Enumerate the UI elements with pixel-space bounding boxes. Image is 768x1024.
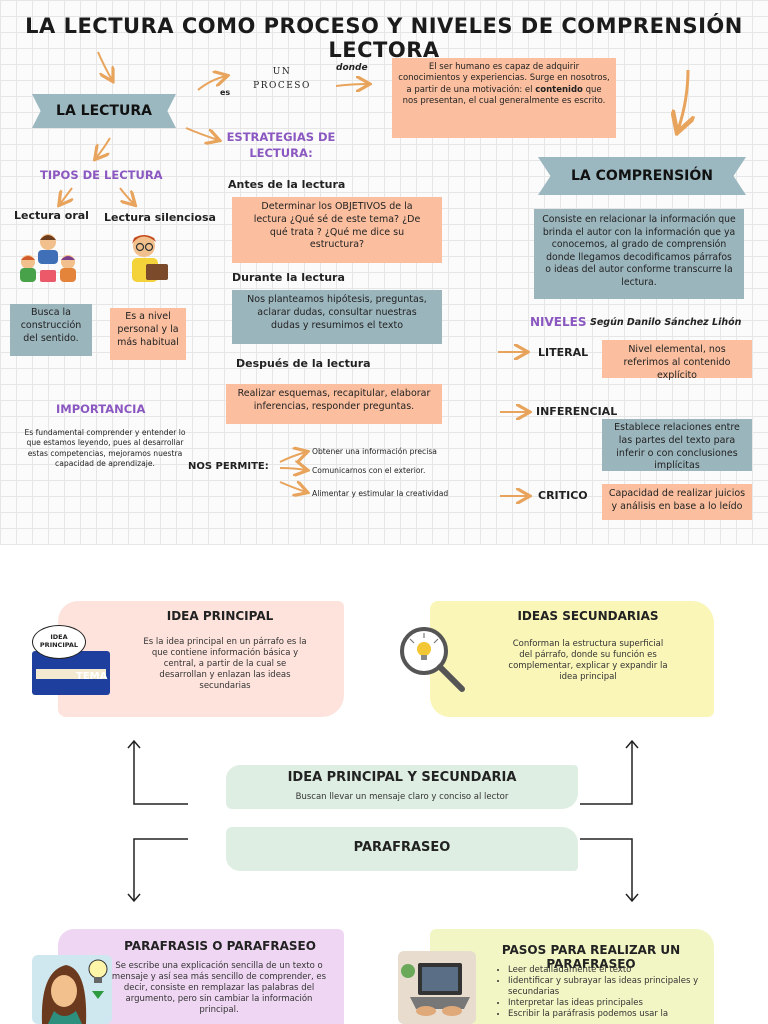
arrow-to-parafrasis [133, 838, 188, 901]
arrow-es [197, 76, 226, 91]
estrategias-heading: ESTRATEGIAS DE LECTURA: [226, 130, 336, 160]
arrow-to-ideas-secundarias [580, 741, 633, 805]
durante-box: Nos planteamos hipótesis, preguntas, acl… [232, 290, 442, 344]
arrow-to-idea-principal [133, 741, 188, 805]
bottom-connector-arrows [127, 739, 639, 903]
definition-text-pre: El ser humano es capaz de adquirir conoc… [398, 62, 610, 95]
antes-label: Antes de la lectura [228, 178, 346, 191]
idea-principal-text: Es la idea principal en un párrafo es la… [143, 637, 307, 692]
antes-box: Determinar los OBJETIVOS de la lectura ¿… [232, 197, 442, 263]
silenciosa-desc-box: Es a nivel personal y la más habitual [110, 308, 186, 360]
label-donde: donde [336, 63, 368, 73]
pasos-item: Interpretar las ideas principales [508, 998, 700, 1009]
idea-principal-section: IDEA PRINCIPAL Es la idea principal en u… [0, 545, 768, 1024]
ideas-secundarias-card [430, 601, 714, 717]
book-illustration: TEMA IDEA PRINCIPAL [32, 625, 112, 697]
arrow-donde [335, 84, 368, 86]
parafrasis-heading: PARAFRASIS O PARAFRASEO [124, 939, 316, 953]
arrow-oral [60, 187, 72, 204]
definition-box: El ser humano es capaz de adquirir conoc… [392, 58, 616, 138]
arrow-silenciosa [119, 187, 134, 204]
children-reading-icon [20, 234, 76, 282]
arrow-tipos [96, 137, 111, 158]
pasos-item: Escribir la paráfrasis podemos usar la [508, 1009, 700, 1020]
nos-permite-label: NOS PERMITE: [188, 461, 269, 472]
lectura-silenciosa-label: Lectura silenciosa [104, 211, 216, 224]
nivel-critico-label: CRITICO [538, 489, 588, 502]
ideas-secundarias-heading: IDEAS SECUNDARIAS [517, 609, 659, 623]
parafraseo-card [226, 827, 578, 871]
importancia-heading: IMPORTANCIA [56, 402, 146, 416]
nivel-inferencial-label: INFERENCIAL [536, 405, 618, 418]
arrow-to-pasos [580, 838, 633, 901]
thinking-woman-icon [32, 955, 112, 1024]
oral-desc-box: Busca la construcción del sentido. [10, 304, 92, 356]
durante-label: Durante la lectura [232, 271, 345, 284]
permite-item-1: Obtener una información precisa [312, 447, 437, 456]
book-pages [36, 669, 106, 679]
nivel-critico-desc: Capacidad de realizar juicios y análisis… [602, 484, 752, 520]
despues-label: Después de la lectura [236, 357, 371, 370]
importancia-text: Es fundamental comprender y entender lo … [24, 428, 186, 468]
parafraseo-heading: PARAFRASEO [353, 840, 451, 855]
boy-reading-icon [132, 235, 168, 282]
arrow-permite-2 [279, 468, 306, 470]
nivel-inferencial-desc: Establece relaciones entre las partes de… [602, 419, 752, 471]
center-heading: IDEA PRINCIPAL Y SECUNDARIA [287, 770, 517, 785]
center-text: Buscan llevar un mensaje claro y conciso… [295, 792, 509, 802]
niveles-sub: Según Danilo Sánchez Lihón [590, 317, 742, 328]
arrow-estrategias [185, 127, 218, 140]
banner-la-comprension: LA COMPRENSIÓN [538, 157, 746, 195]
definition-text-post: que nos presentan, el cual generalmente … [402, 84, 606, 107]
tipos-heading: TIPOS DE LECTURA [40, 168, 163, 182]
pasos-card [430, 929, 714, 1024]
label-es: es [220, 88, 231, 97]
speech-bubble: IDEA PRINCIPAL [32, 625, 86, 659]
idea-principal-heading: IDEA PRINCIPAL [166, 609, 274, 623]
arrow-permite-1 [279, 452, 306, 462]
book-label: TEMA [76, 671, 108, 682]
lectura-oral-label: Lectura oral [14, 209, 89, 222]
connector-arrows [0, 51, 768, 545]
parafrasis-text: Se escribe una explicación sencilla de u… [111, 961, 327, 1016]
nivel-literal-label: LITERAL [538, 346, 589, 359]
arrow-permite-3 [279, 482, 306, 492]
nivel-literal-desc: Nivel elemental, nos referimos al conten… [602, 340, 752, 381]
pasos-item: Iidentificar y subrayar las ideas princi… [508, 976, 700, 998]
arrow-title-lectura [97, 51, 112, 80]
pasos-item: Leer detalladamente el texto [508, 965, 700, 976]
pasos-heading: PASOS PARA REALIZAR UN PARAFRASEO [501, 943, 681, 971]
page-title: LA LECTURA COMO PROCESO Y NIVELES DE COM… [25, 14, 743, 62]
comprension-box: Consiste en relacionar la información qu… [534, 209, 744, 299]
banner-la-lectura: LA LECTURA [32, 94, 176, 128]
permite-item-2: Comunicarnos con el exterior. [312, 466, 426, 475]
concept-map-top: LA LECTURA COMO PROCESO Y NIVELES DE COM… [0, 0, 768, 545]
laptop-typing-icon [398, 951, 476, 1024]
definition-text-bold: contenido [535, 84, 583, 95]
niveles-heading: NIVELES [530, 315, 587, 329]
ideas-secundarias-text: Conforman la estructura superficial del … [508, 639, 668, 683]
permite-item-3: Alimentar y estimular la creatividad [312, 489, 449, 498]
label-un-proceso: UN PROCESO [253, 67, 311, 91]
idea-principal-secundaria-card [226, 765, 578, 809]
magnifier-bulb-icon [400, 627, 465, 692]
despues-box: Realizar esquemas, recapitular, elaborar… [226, 384, 442, 424]
pasos-list: Leer detalladamente el texto Iidentifica… [494, 965, 700, 1020]
arrow-comprension [678, 69, 688, 130]
